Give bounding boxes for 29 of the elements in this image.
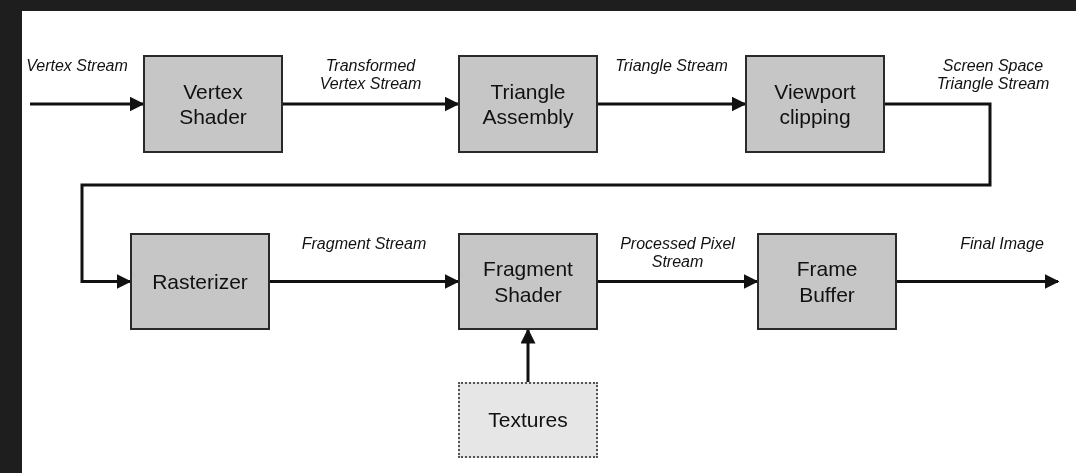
- arrow: [520, 328, 536, 382]
- edge-label: Transformed Vertex Stream: [318, 57, 423, 94]
- edge-label: Screen Space Triangle Stream: [935, 57, 1051, 94]
- edge-label: Processed Pixel Stream: [619, 234, 736, 272]
- process-box: [458, 233, 598, 330]
- arrow: [897, 274, 1060, 289]
- arrow: [598, 96, 747, 112]
- edge-label: Final Image: [959, 234, 1045, 253]
- process-box: [130, 233, 270, 330]
- node-label: Triangle Assembly: [482, 78, 574, 130]
- arrow: [598, 274, 759, 289]
- process-box: [745, 55, 885, 153]
- arrow: [30, 96, 145, 112]
- edge-label: Vertex Stream: [25, 57, 129, 76]
- node-label: Vertex Shader: [178, 78, 248, 130]
- process-box: [143, 55, 283, 153]
- node-label: Fragment Shader: [482, 256, 574, 307]
- node-label: Rasterizer: [152, 268, 248, 295]
- node-label: Viewport clipping: [773, 78, 857, 130]
- edge-label: Fragment Stream: [301, 234, 427, 253]
- edge-label: Triangle Stream: [614, 57, 729, 76]
- arrow: [80, 102, 992, 289]
- node-label: Frame Buffer: [795, 256, 859, 307]
- input-box: [458, 382, 598, 458]
- arrow: [270, 274, 460, 289]
- arrow: [283, 96, 460, 112]
- node-label: Textures: [488, 407, 568, 433]
- process-box: [757, 233, 897, 330]
- process-box: [458, 55, 598, 153]
